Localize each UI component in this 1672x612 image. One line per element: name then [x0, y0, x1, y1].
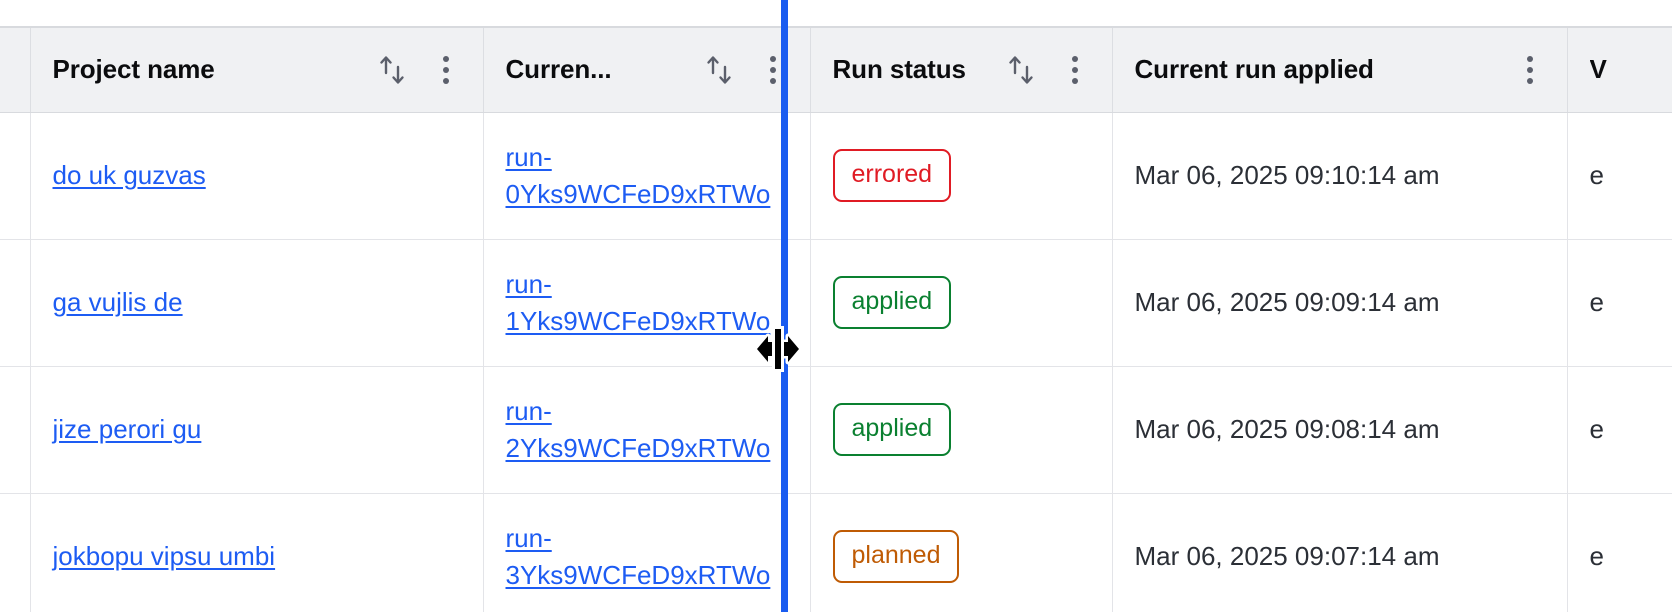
column-header-select[interactable]: [0, 28, 31, 113]
cell-vcs-truncated: e: [1567, 493, 1672, 612]
cell-current-run: run-0Yks9WCFeD9xRTWo: [483, 112, 811, 240]
status-badge: applied: [832, 276, 952, 329]
sort-icon[interactable]: [1004, 51, 1038, 89]
status-badge: planned: [832, 530, 960, 583]
cell-run-status: planned: [810, 493, 1113, 612]
project-name-link[interactable]: jize perori gu: [52, 414, 202, 445]
vcs-text: e: [1589, 414, 1604, 444]
kebab-dot: [442, 77, 449, 84]
table-header: Project name: [0, 28, 1672, 113]
kebab-dot: [442, 55, 449, 62]
projects-table-container: Project name: [0, 26, 1672, 612]
cell-current-run: run-3Yks9WCFeD9xRTWo: [483, 493, 811, 612]
column-header-label-project-name: Project name: [52, 54, 215, 85]
current-run-applied-text: Mar 06, 2025 09:09:14 am: [1134, 287, 1440, 317]
current-run-applied-text: Mar 06, 2025 09:08:14 am: [1134, 414, 1440, 444]
column-header-label-vcs-truncated: V: [1589, 54, 1607, 85]
column-header-current-run[interactable]: Curren...: [483, 28, 811, 113]
cell-project-name: ga vujlis de: [30, 239, 484, 367]
cell-current-run-applied: Mar 06, 2025 09:07:14 am: [1112, 493, 1568, 612]
kebab-dot: [769, 66, 776, 73]
column-header-label-current-run-applied: Current run applied: [1134, 54, 1374, 85]
sort-icon[interactable]: [375, 51, 409, 89]
row-select-cell[interactable]: [0, 493, 31, 612]
row-select-cell[interactable]: [0, 366, 31, 494]
cell-run-status: applied: [810, 366, 1113, 494]
vcs-text: e: [1589, 160, 1604, 190]
column-options-kebab-icon[interactable]: [431, 51, 461, 89]
table-row[interactable]: jokbopu vipsu umbi run-3Yks9WCFeD9xRTWo …: [0, 493, 1672, 612]
row-select-cell[interactable]: [0, 239, 31, 367]
cell-current-run-applied: Mar 06, 2025 09:09:14 am: [1112, 239, 1568, 367]
sort-icon[interactable]: [702, 51, 736, 89]
cell-vcs-truncated: e: [1567, 239, 1672, 367]
column-header-label-run-status: Run status: [832, 54, 966, 85]
current-run-link[interactable]: run-3Yks9WCFeD9xRTWo: [505, 522, 771, 590]
vcs-text: e: [1589, 541, 1604, 571]
kebab-dot: [769, 55, 776, 62]
cell-current-run: run-1Yks9WCFeD9xRTWo: [483, 239, 811, 367]
current-run-link[interactable]: run-0Yks9WCFeD9xRTWo: [505, 141, 771, 209]
project-name-link[interactable]: jokbopu vipsu umbi: [52, 541, 276, 572]
column-header-label-current-run: Curren...: [505, 54, 612, 85]
header-row: Project name: [0, 28, 1672, 113]
status-badge: applied: [832, 403, 952, 456]
table-row[interactable]: ga vujlis de run-1Yks9WCFeD9xRTWo applie…: [0, 239, 1672, 367]
column-header-vcs-truncated[interactable]: V: [1567, 28, 1672, 113]
kebab-dot: [1071, 55, 1078, 62]
table-body: do uk guzvas run-0Yks9WCFeD9xRTWo errore…: [0, 112, 1672, 612]
kebab-dot: [1526, 77, 1533, 84]
cell-vcs-truncated: e: [1567, 112, 1672, 240]
project-name-link[interactable]: do uk guzvas: [52, 160, 206, 191]
kebab-dot: [442, 66, 449, 73]
column-header-project-name[interactable]: Project name: [30, 28, 484, 113]
status-badge: errored: [832, 149, 952, 202]
current-run-link[interactable]: run-2Yks9WCFeD9xRTWo: [505, 395, 771, 463]
row-select-cell[interactable]: [0, 112, 31, 240]
cell-run-status: applied: [810, 239, 1113, 367]
table-row[interactable]: do uk guzvas run-0Yks9WCFeD9xRTWo errore…: [0, 112, 1672, 240]
project-name-link[interactable]: ga vujlis de: [52, 287, 183, 318]
table-row[interactable]: jize perori gu run-2Yks9WCFeD9xRTWo appl…: [0, 366, 1672, 494]
kebab-dot: [1526, 66, 1533, 73]
cell-current-run-applied: Mar 06, 2025 09:08:14 am: [1112, 366, 1568, 494]
current-run-applied-text: Mar 06, 2025 09:07:14 am: [1134, 541, 1440, 571]
column-options-kebab-icon[interactable]: [758, 51, 788, 89]
cell-current-run: run-2Yks9WCFeD9xRTWo: [483, 366, 811, 494]
kebab-dot: [1526, 55, 1533, 62]
cell-run-status: errored: [810, 112, 1113, 240]
cell-vcs-truncated: e: [1567, 366, 1672, 494]
vcs-text: e: [1589, 287, 1604, 317]
kebab-dot: [1071, 77, 1078, 84]
current-run-applied-text: Mar 06, 2025 09:10:14 am: [1134, 160, 1440, 190]
column-header-current-run-applied[interactable]: Current run applied: [1112, 28, 1568, 113]
current-run-link[interactable]: run-1Yks9WCFeD9xRTWo: [505, 268, 771, 336]
projects-table: Project name: [0, 28, 1672, 612]
cell-current-run-applied: Mar 06, 2025 09:10:14 am: [1112, 112, 1568, 240]
column-options-kebab-icon[interactable]: [1060, 51, 1090, 89]
column-header-run-status[interactable]: Run status: [810, 28, 1113, 113]
cell-project-name: jokbopu vipsu umbi: [30, 493, 484, 612]
column-options-kebab-icon[interactable]: [1515, 51, 1545, 89]
cell-project-name: do uk guzvas: [30, 112, 484, 240]
kebab-dot: [769, 77, 776, 84]
cell-project-name: jize perori gu: [30, 366, 484, 494]
kebab-dot: [1071, 66, 1078, 73]
